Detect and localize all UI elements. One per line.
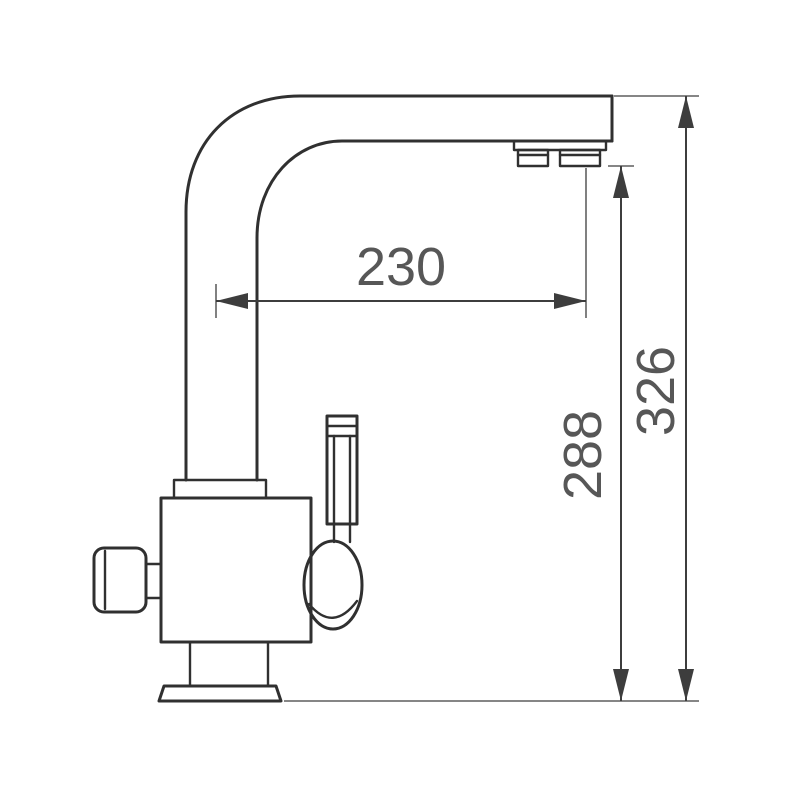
mounting-collar xyxy=(172,478,268,500)
dimension-326-label: 326 xyxy=(626,346,686,436)
body-block xyxy=(159,496,313,644)
dimension-288: 288 xyxy=(553,165,634,701)
dimension-230-label: 230 xyxy=(356,237,446,297)
arrow-up-icon xyxy=(678,96,694,128)
dimension-326: 326 xyxy=(284,95,699,702)
arrow-left-icon xyxy=(216,293,248,309)
dimension-230: 230 xyxy=(215,168,587,318)
lever-handle xyxy=(302,414,364,631)
arrow-down-icon xyxy=(613,669,629,701)
dimension-288-label: 288 xyxy=(553,410,613,500)
spout-inner-contour xyxy=(255,139,614,482)
lever-stem xyxy=(332,522,352,544)
base-flange xyxy=(157,684,283,703)
lever-bar xyxy=(325,414,359,526)
arrow-down-icon xyxy=(678,669,694,701)
arrow-right-icon xyxy=(554,293,586,309)
side-handle-stem xyxy=(144,562,163,600)
lever-cap-lines xyxy=(325,424,359,438)
body xyxy=(157,496,313,703)
arrow-up-icon xyxy=(613,166,629,198)
spout-outer-contour xyxy=(184,94,614,482)
collar-ring xyxy=(172,478,268,500)
faucet-outline xyxy=(92,94,614,703)
side-handle xyxy=(92,546,163,614)
aerator-nozzle-left xyxy=(516,148,550,168)
side-handle-knob xyxy=(92,546,148,614)
lever-inner-lines xyxy=(332,434,352,526)
spout xyxy=(184,94,614,482)
body-neck xyxy=(188,640,270,688)
lever-joint-arc xyxy=(307,599,359,619)
aerator-nozzle-right xyxy=(558,148,602,168)
aerator xyxy=(512,139,608,168)
lever-joint xyxy=(302,539,364,631)
